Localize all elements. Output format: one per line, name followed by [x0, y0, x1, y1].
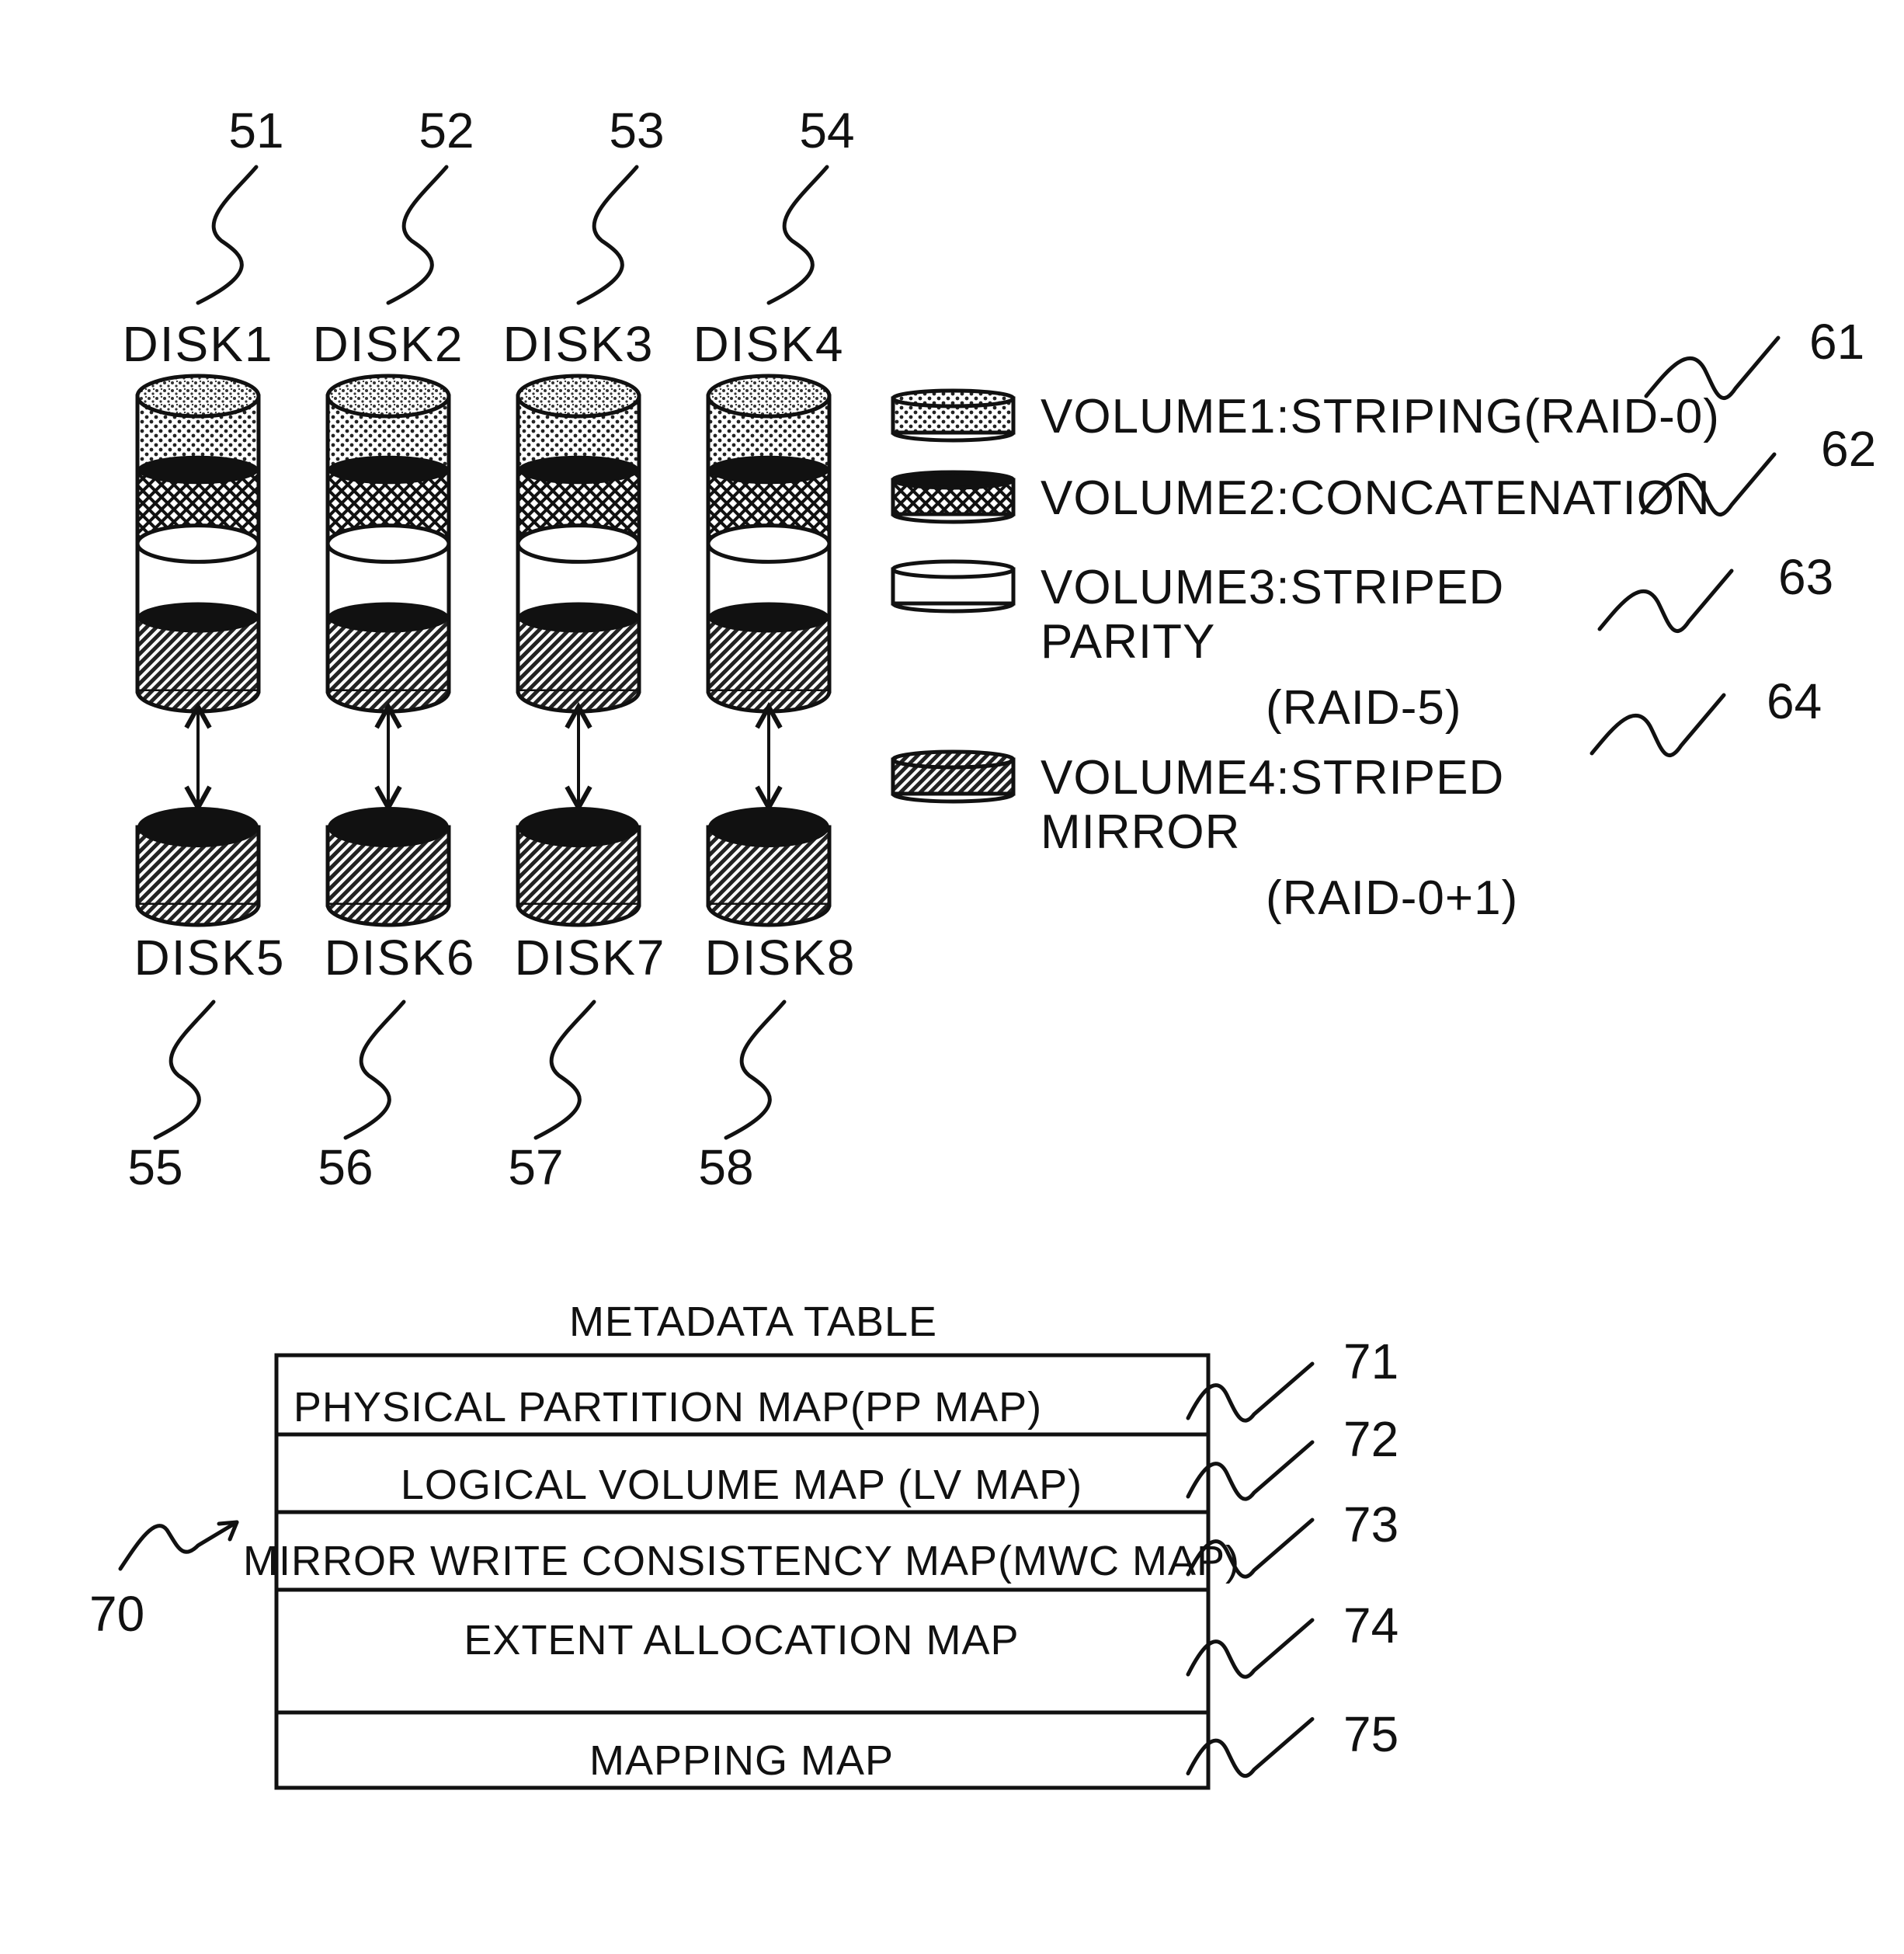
- disk-label: DISK7: [515, 930, 666, 986]
- legend-swatch-top: [893, 752, 1013, 767]
- disk-top-cap: [137, 807, 259, 847]
- ref-leader-57: [536, 1002, 594, 1138]
- band-cap: [137, 456, 259, 484]
- legend-text: VOLUME3:STRIPED: [1041, 561, 1504, 614]
- disk-6: DISK6 56: [318, 807, 475, 1195]
- band-cap: [708, 456, 829, 484]
- disk-top-cap: [328, 807, 449, 847]
- disk-bottom: [708, 905, 829, 925]
- table-row: MAPPING MAP 75: [276, 1706, 1398, 1784]
- metadata-table: METADATA TABLE PHYSICAL PARTITION MAP(PP…: [89, 1299, 1398, 1788]
- disk-bottom: [137, 905, 259, 925]
- ref-leader-61: [1646, 338, 1778, 398]
- disk-label: DISK2: [313, 316, 464, 372]
- band-cap: [708, 603, 829, 633]
- ref-number-58: 58: [698, 1139, 753, 1195]
- disk-1: DISK1 51: [123, 103, 284, 808]
- disk-bottom: [328, 905, 449, 925]
- legend-text: MIRROR: [1041, 805, 1240, 859]
- band-cap: [328, 526, 449, 562]
- legend-swatch-top: [893, 472, 1013, 488]
- disk-3: DISK3 53: [503, 103, 665, 808]
- ref-number-74: 74: [1343, 1598, 1398, 1653]
- ref-leader-51: [198, 167, 256, 303]
- band-cap: [328, 456, 449, 484]
- ref-number-61: 61: [1809, 314, 1864, 370]
- ref-number-63: 63: [1778, 549, 1833, 605]
- disk-top-cap: [137, 376, 259, 416]
- disk-top-cap: [708, 376, 829, 416]
- ref-number-71: 71: [1343, 1333, 1398, 1389]
- ref-leader-55: [155, 1002, 214, 1138]
- ref-number-70: 70: [89, 1586, 144, 1642]
- disk-2: DISK2 52: [313, 103, 474, 808]
- legend-swatch-top: [893, 562, 1013, 577]
- table-row-label: PHYSICAL PARTITION MAP(PP MAP): [294, 1384, 1042, 1431]
- legend-text: (RAID-0+1): [1266, 871, 1518, 925]
- disk-label: DISK4: [693, 316, 845, 372]
- ref-number-56: 56: [318, 1139, 373, 1195]
- table-row: EXTENT ALLOCATION MAP 74: [276, 1590, 1398, 1677]
- disk-7: DISK7 57: [508, 807, 665, 1195]
- disk-top-cap: [708, 807, 829, 847]
- disk-top-cap: [518, 807, 639, 847]
- ref-number-57: 57: [508, 1139, 563, 1195]
- disk-area: DISK1 51DISK2 52DISK3 53DISK4 54DISK5 55 DISK6…: [123, 103, 856, 1195]
- ref-leader-63: [1600, 571, 1732, 631]
- disk-label: DISK5: [134, 930, 286, 986]
- legend-item-1: VOLUME1:STRIPING(RAID-0) 61: [893, 314, 1864, 443]
- ref-number-64: 64: [1767, 673, 1822, 729]
- table-row-label: EXTENT ALLOCATION MAP: [464, 1617, 1019, 1664]
- legend-item-3: VOLUME3:STRIPEDPARITY (RAID-5) 63: [893, 549, 1833, 735]
- ref-number-62: 62: [1821, 421, 1876, 477]
- legend-text: VOLUME4:STRIPED: [1041, 751, 1504, 805]
- band-cap: [518, 603, 639, 633]
- metadata-table-title: METADATA TABLE: [569, 1299, 937, 1345]
- band-cap: [137, 526, 259, 562]
- band-cap: [328, 603, 449, 633]
- ref-leader-70: [120, 1522, 237, 1569]
- ref-number-75: 75: [1343, 1706, 1398, 1762]
- ref-leader-53: [578, 167, 637, 303]
- disk-top-cap: [328, 376, 449, 416]
- ref-leader-52: [388, 167, 446, 303]
- band-cap: [708, 526, 829, 562]
- legend-text: (RAID-5): [1266, 681, 1462, 735]
- band-cap: [518, 456, 639, 484]
- disk-top-cap: [518, 376, 639, 416]
- volume-legend: VOLUME1:STRIPING(RAID-0) 61VOLUME2:CONCAT…: [893, 314, 1876, 925]
- legend-swatch-top: [893, 391, 1013, 406]
- disk-label: DISK1: [123, 316, 274, 372]
- disk-label: DISK3: [503, 316, 655, 372]
- ref-number-72: 72: [1343, 1411, 1398, 1467]
- table-row-label: LOGICAL VOLUME MAP (LV MAP): [401, 1462, 1082, 1508]
- legend-text: VOLUME1:STRIPING(RAID-0): [1041, 390, 1720, 443]
- ref-number-54: 54: [799, 103, 854, 158]
- ref-leader-58: [726, 1002, 784, 1138]
- table-row: MIRROR WRITE CONSISTENCY MAP(MWC MAP) 73: [243, 1497, 1398, 1584]
- disk-label: DISK8: [705, 930, 856, 986]
- ref-leader-64: [1592, 695, 1724, 756]
- band-cap: [137, 603, 259, 633]
- ref-number-52: 52: [419, 103, 474, 158]
- disk-bottom: [518, 905, 639, 925]
- band-cap: [518, 526, 639, 562]
- ref-number-53: 53: [609, 103, 664, 158]
- table-row-label: MIRROR WRITE CONSISTENCY MAP(MWC MAP): [243, 1538, 1240, 1584]
- table-row: PHYSICAL PARTITION MAP(PP MAP) 71: [294, 1333, 1398, 1431]
- legend-text: VOLUME2:CONCATENATION: [1041, 471, 1711, 525]
- ref-number-55: 55: [127, 1139, 182, 1195]
- ref-number-73: 73: [1343, 1497, 1398, 1552]
- legend-text: PARITY: [1041, 615, 1215, 669]
- disk-label: DISK6: [325, 930, 476, 986]
- disk-4: DISK4 54: [693, 103, 855, 808]
- ref-leader-54: [769, 167, 827, 303]
- disk-8: DISK8 58: [698, 807, 856, 1195]
- ref-number-51: 51: [228, 103, 283, 158]
- disk-5: DISK5 55: [127, 807, 285, 1195]
- ref-leader-56: [346, 1002, 404, 1138]
- table-row-label: MAPPING MAP: [589, 1737, 894, 1784]
